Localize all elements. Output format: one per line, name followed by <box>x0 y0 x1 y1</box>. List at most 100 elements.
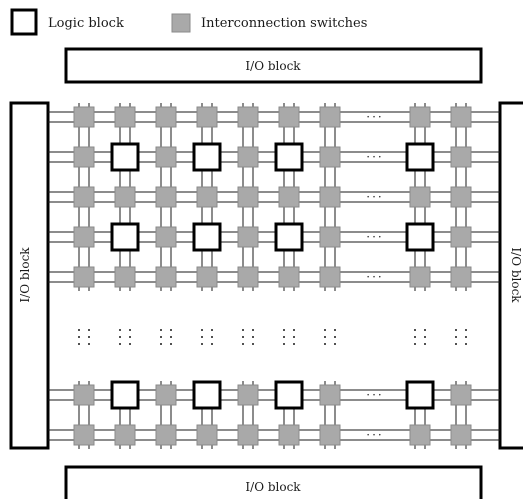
interconnection-switch <box>319 424 341 446</box>
vertical-ellipsis-dot <box>129 329 131 331</box>
logic-block <box>405 380 435 410</box>
horizontal-ellipsis: ··· <box>366 428 383 442</box>
vertical-ellipsis-dot <box>455 336 457 338</box>
interconnection-switch <box>114 186 136 208</box>
vertical-ellipsis-dot <box>324 336 326 338</box>
interconnection-switch <box>450 226 472 248</box>
vertical-ellipsis-dot <box>201 343 203 345</box>
vertical-ellipsis-dot <box>242 336 244 338</box>
interconnection-switches <box>73 106 472 446</box>
io-block-bottom-label: I/O block <box>245 480 301 494</box>
legend-logic-block-swatch <box>10 8 38 36</box>
horizontal-ellipsis: ··· <box>366 110 383 124</box>
interconnection-switch <box>114 266 136 288</box>
io-block-left: I/O block <box>9 101 50 450</box>
vertical-ellipsis-dot <box>170 329 172 331</box>
io-block-right-label: I/O block <box>509 247 523 303</box>
interconnection-switch <box>114 424 136 446</box>
vertical-ellipsis-dot <box>424 343 426 345</box>
logic-block <box>192 222 222 252</box>
interconnection-switch <box>237 186 259 208</box>
interconnection-switch <box>237 384 259 406</box>
horizontal-ellipsis: ··· <box>366 190 383 204</box>
vertical-ellipsis-dot <box>465 343 467 345</box>
logic-block <box>405 142 435 172</box>
vertical-ellipsis-dot <box>160 343 162 345</box>
vertical-ellipsis-dot <box>170 343 172 345</box>
vertical-ellipsis-dot <box>424 329 426 331</box>
interconnection-switch <box>155 106 177 128</box>
interconnection-switch <box>73 106 95 128</box>
io-block-right: I/O block <box>498 101 523 450</box>
logic-block <box>274 222 304 252</box>
interconnection-switch <box>73 384 95 406</box>
interconnection-switch <box>278 424 300 446</box>
interconnection-switch <box>155 226 177 248</box>
io-block-top-label: I/O block <box>245 59 301 73</box>
vertical-ellipsis-dot <box>78 343 80 345</box>
interconnection-switch <box>155 186 177 208</box>
interconnection-switch <box>237 146 259 168</box>
horizontal-ellipsis: ··· <box>366 230 383 244</box>
interconnection-switch <box>237 424 259 446</box>
interconnection-switch <box>196 106 218 128</box>
legend: Logic block Interconnection switches <box>10 8 367 36</box>
interconnection-switch <box>450 106 472 128</box>
vertical-ellipsis-dot <box>242 343 244 345</box>
interconnection-switch <box>319 186 341 208</box>
legend-switch-label: Interconnection switches <box>201 16 367 31</box>
interconnection-switch <box>409 424 431 446</box>
vertical-ellipsis-dot <box>293 343 295 345</box>
logic-block <box>192 380 222 410</box>
vertical-ellipsis-dot <box>160 329 162 331</box>
logic-block <box>405 222 435 252</box>
interconnection-switch <box>409 106 431 128</box>
logic-block <box>110 380 140 410</box>
vertical-ellipsis-dot <box>283 329 285 331</box>
interconnection-switch <box>73 146 95 168</box>
vertical-ellipsis-dot <box>119 336 121 338</box>
io-block-left-label: I/O block <box>18 247 32 303</box>
vertical-ellipsis-dot <box>119 329 121 331</box>
interconnection-switch <box>155 146 177 168</box>
vertical-ellipsis-dot <box>119 343 121 345</box>
vertical-ellipsis-dot <box>455 329 457 331</box>
interconnection-switch <box>155 384 177 406</box>
interconnection-switch <box>73 266 95 288</box>
interconnection-switch <box>450 186 472 208</box>
horizontal-ellipsis: ··· <box>366 270 383 284</box>
vertical-ellipsis-dot <box>160 336 162 338</box>
vertical-ellipsis-dot <box>283 343 285 345</box>
vertical-ellipsis-dot <box>334 336 336 338</box>
vertical-ellipsis-dot <box>455 343 457 345</box>
vertical-ellipsis-dot <box>252 336 254 338</box>
interconnection-switch <box>319 266 341 288</box>
io-block-bottom: I/O block <box>64 465 483 499</box>
legend-switch-swatch <box>171 13 191 33</box>
interconnection-switch <box>278 186 300 208</box>
logic-block <box>274 142 304 172</box>
logic-block <box>110 222 140 252</box>
vertical-ellipsis-dot <box>78 329 80 331</box>
vertical-ellipsis-dot <box>88 329 90 331</box>
interconnection-switch <box>409 186 431 208</box>
vertical-ellipsis-dot <box>242 329 244 331</box>
interconnection-switch <box>196 266 218 288</box>
interconnection-switch <box>450 424 472 446</box>
vertical-ellipsis-dot <box>78 336 80 338</box>
interconnection-switch <box>196 186 218 208</box>
interconnection-switch <box>237 106 259 128</box>
interconnection-switch <box>114 106 136 128</box>
logic-blocks <box>110 142 435 410</box>
vertical-ellipsis-dot <box>170 336 172 338</box>
vertical-ellipsis-dot <box>252 329 254 331</box>
vertical-ellipsis-dot <box>424 336 426 338</box>
interconnection-switch <box>237 266 259 288</box>
vertical-ellipsis-dot <box>201 329 203 331</box>
horizontal-ellipsis: ··· <box>366 150 383 164</box>
vertical-ellipsis-dot <box>201 336 203 338</box>
vertical-ellipsis-dot <box>293 336 295 338</box>
interconnection-switch <box>450 384 472 406</box>
vertical-ellipsis-dot <box>324 343 326 345</box>
vertical-ellipsis-dot <box>465 336 467 338</box>
